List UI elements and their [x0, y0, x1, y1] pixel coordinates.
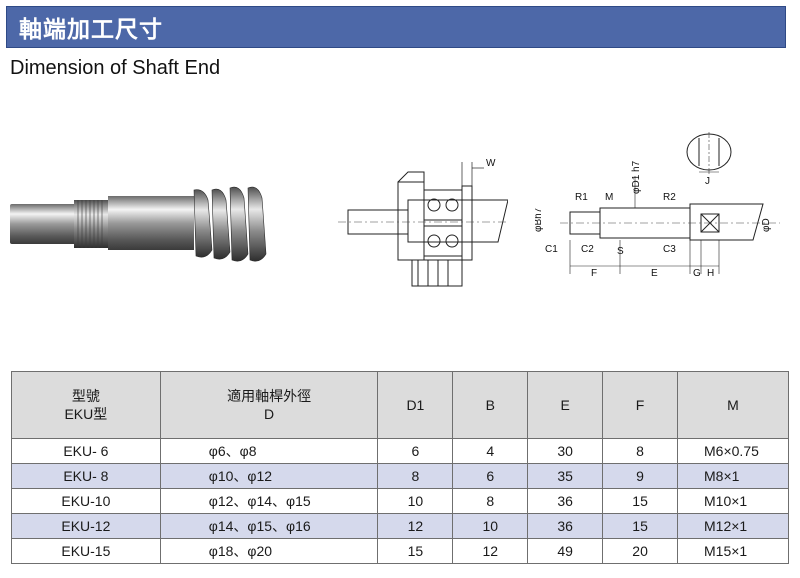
header-shaft-zh: 適用軸桿外徑: [227, 388, 312, 404]
dim-label-h: H: [707, 268, 714, 278]
table-row: EKU- 8 φ10、φ12 8 6 35 9 M8×1: [11, 463, 789, 489]
page-subtitle: Dimension of Shaft End: [10, 57, 221, 79]
cell-b: 6: [452, 463, 529, 489]
cell-e: 35: [527, 463, 604, 489]
dim-label-r2: R2: [663, 192, 676, 203]
shaft-end-photo: [10, 186, 267, 262]
cell-m: M12×1: [677, 513, 789, 539]
dim-label-e: E: [651, 268, 658, 278]
cell-type: EKU- 6: [11, 438, 161, 464]
cell-d1: 8: [377, 463, 454, 489]
dimension-table: 型號 EKU型 適用軸桿外徑 D D1 B E F M EKU- 6 φ6、φ8…: [11, 371, 789, 564]
table-row: EKU-12 φ14、φ15、φ16 12 10 36 15 M12×1: [11, 513, 789, 539]
dim-label-f: F: [591, 268, 597, 278]
cell-f: 9: [602, 463, 679, 489]
page-title: 軸端加工尺寸: [19, 17, 163, 43]
cell-m: M6×0.75: [677, 438, 789, 464]
cell-b: 8: [452, 488, 529, 514]
cell-shaft-diameter: φ10、φ12: [159, 463, 379, 489]
header-f: F: [602, 371, 679, 439]
cell-d1: 15: [377, 538, 454, 564]
cell-m: M8×1: [677, 463, 789, 489]
header-type: 型號 EKU型: [11, 371, 161, 439]
cell-shaft-diameter: φ6、φ8: [159, 438, 379, 464]
cell-f: 8: [602, 438, 679, 464]
cell-e: 36: [527, 488, 604, 514]
cell-shaft-diameter: φ18、φ20: [159, 538, 379, 564]
cell-shaft-diameter: φ14、φ15、φ16: [159, 513, 379, 539]
header-type-zh: 型號: [71, 388, 100, 404]
header-shaft-en: D: [264, 406, 275, 422]
dim-label-c3: C3: [663, 244, 676, 255]
header-b: B: [452, 371, 529, 439]
bearing-mount-diagram: W: [338, 158, 508, 287]
dim-label-c1: C1: [545, 244, 558, 255]
cell-type: EKU- 8: [11, 463, 161, 489]
title-bar: 軸端加工尺寸: [6, 6, 786, 48]
cell-d1: 10: [377, 488, 454, 514]
cell-e: 30: [527, 438, 604, 464]
dim-label-w: W: [486, 158, 496, 169]
dim-label-r1: R1: [575, 192, 588, 203]
cell-e: 36: [527, 513, 604, 539]
header-m: M: [677, 371, 789, 439]
dim-label-s: S: [617, 246, 624, 257]
cell-d1: 12: [377, 513, 454, 539]
cell-m: M10×1: [677, 488, 789, 514]
dim-label-b: φBh7: [535, 207, 544, 232]
cell-f: 15: [602, 488, 679, 514]
cell-b: 4: [452, 438, 529, 464]
header-d1: D1: [377, 371, 454, 439]
header-shaft-diameter: 適用軸桿外徑 D: [159, 371, 379, 439]
table-row: EKU- 6 φ6、φ8 6 4 30 8 M6×0.75: [11, 438, 789, 464]
table-row: EKU-15 φ18、φ20 15 12 49 20 M15×1: [11, 538, 789, 564]
header-type-en: EKU型: [64, 406, 108, 422]
cell-b: 10: [452, 513, 529, 539]
table-row: EKU-10 φ12、φ14、φ15 10 8 36 15 M10×1: [11, 488, 789, 514]
cell-d1: 6: [377, 438, 454, 464]
dim-label-c2: C2: [581, 244, 594, 255]
dim-label-d1: φD1 h7: [631, 160, 642, 194]
cell-type: EKU-10: [11, 488, 161, 514]
cell-b: 12: [452, 538, 529, 564]
cell-e: 49: [527, 538, 604, 564]
header-e: E: [527, 371, 604, 439]
table-header: 型號 EKU型 適用軸桿外徑 D D1 B E F M: [11, 371, 789, 439]
cell-type: EKU-12: [11, 513, 161, 539]
dim-label-m: M: [605, 192, 613, 203]
cell-type: EKU-15: [11, 538, 161, 564]
cell-f: 15: [602, 513, 679, 539]
cell-shaft-diameter: φ12、φ14、φ15: [159, 488, 379, 514]
dim-label-g: G: [693, 268, 701, 278]
dim-label-d: φD: [761, 218, 772, 232]
dim-label-j: J: [705, 176, 710, 187]
shaft-end-dimension-diagram: R1 M φD1 h7 R2 J φBh7 C1 C2 S C3 φD F E …: [535, 132, 780, 278]
cell-m: M15×1: [677, 538, 789, 564]
cell-f: 20: [602, 538, 679, 564]
